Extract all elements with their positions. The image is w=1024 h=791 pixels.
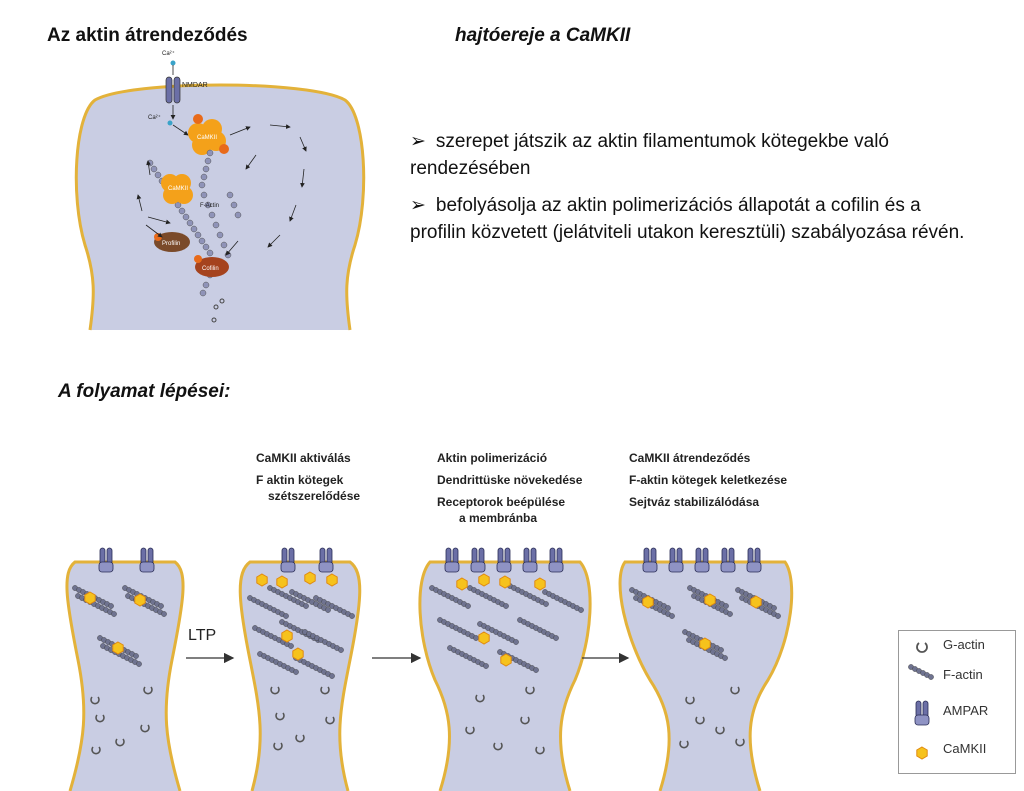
legend-label: AMPAR [943,703,989,718]
profilin-label: Profilin [162,241,180,247]
cofilin-shape [195,257,229,277]
stages-diagram: LTP [65,547,794,791]
bullet-item: ➢szerepet játszik az aktin filamentumok … [410,128,970,182]
ca-label: Ca²⁺ [162,50,175,57]
profilin-shape [154,232,190,252]
factin-label: F-Actin [200,203,219,209]
steps-title: A folyamat lépései: [58,381,231,402]
legend: G-actin F-actin AMPAR CaMKII [898,630,1016,774]
stage-4 [618,547,794,791]
bullet-list: ➢szerepet játszik az aktin filamentumok … [410,128,970,256]
legend-label: G-actin [943,637,985,652]
spine-head [74,83,366,331]
camkii-label: CaMKII [197,135,217,141]
stage-label: F aktin kötegek [256,473,344,487]
stage-label: CaMKII átrendeződés [629,451,751,465]
stage-3 [418,547,592,791]
stage-label: Receptorok beépülése [437,495,566,509]
cofilin-label: Cofilin [202,266,219,272]
camkii-label: CaMKII [168,186,188,192]
legend-label: CaMKII [943,741,987,756]
ampar-icon [914,700,930,726]
legend-label: F-actin [943,667,983,682]
stage2-labels: CaMKII aktiválás F aktin kötegek szétsze… [256,450,360,510]
left-title: Az aktin átrendeződés [47,25,248,46]
stage3-labels: Aktin polimerizáció Dendrittüske növeked… [437,450,582,532]
stage-label: szétszerelődése [268,489,361,503]
bullet-marker: ➢ [410,131,426,152]
bullet-marker: ➢ [410,195,426,216]
stage-label: Dendrittüske növekedése [437,473,583,487]
stage-label: a membránba [459,511,538,525]
ca-label: Ca²⁺ [148,114,161,121]
bullet-item: ➢befolyásolja az aktin polimerizációs ál… [410,192,970,246]
camkii-cluster [161,174,193,204]
ltp-label: LTP [188,627,216,644]
spine-diagram: NMDAR Ca²⁺ Ca²⁺ CaMKII CaMKII F-Actin Pr… [74,50,366,331]
stage-label: F-aktin kötegek keletkezése [629,473,788,487]
nmdar-icon [165,76,181,104]
f-actin-icon [908,664,934,680]
bullet-text: szerepet játszik az aktin filamentumok k… [410,131,889,179]
right-title: hajtóereje a CaMKII [455,25,631,46]
stage-label: Aktin polimerizáció [437,451,548,465]
camkii-cluster [188,114,229,155]
camkii-icon [916,746,928,760]
stage-label: CaMKII aktiválás [256,451,351,465]
bullet-text: befolyásolja az aktin polimerizációs áll… [410,195,965,243]
stage-1 [65,547,185,791]
g-actin-icon [916,642,928,653]
legend-icons [908,642,934,760]
nmdar-label: NMDAR [182,82,208,89]
stage4-labels: CaMKII átrendeződés F-aktin kötegek kele… [629,450,787,516]
stage-label: Sejtváz stabilizálódása [629,495,760,509]
stage-2 [238,547,362,791]
